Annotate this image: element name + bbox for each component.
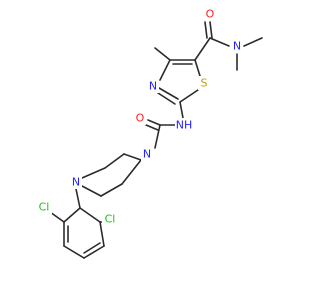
atom-s-thiazole-label: S	[201, 77, 208, 90]
atom-n-dimethyl-label: N	[233, 40, 241, 53]
bond-ar-5	[83, 245, 105, 259]
bond-ar-5b	[83, 242, 101, 254]
bond-c4-n3	[159, 59, 171, 81]
bond-s1-c2	[179, 89, 199, 103]
atom-n-thiazole-label: N	[149, 80, 157, 93]
molecule-diagram: O N S N NH O N	[36, 7, 263, 259]
bond-c-o-amide-a	[209, 21, 213, 39]
bond-c-n-dimethyl	[209, 37, 230, 47]
bond-pip-1	[123, 153, 142, 161]
bond-c5-s1	[194, 59, 201, 77]
bond-ar-6	[99, 221, 105, 247]
atom-cl-right: Cl	[102, 212, 118, 226]
atom-o-acetyl-label: O	[136, 112, 145, 125]
atom-o-amide-label: O	[206, 8, 215, 21]
atom-n-piperazine-bottom: N	[70, 175, 82, 189]
bond-amide-c5	[194, 37, 211, 61]
atom-s-thiazole: S	[198, 76, 210, 90]
atom-cl-left: Cl	[36, 200, 52, 214]
bond-ar-2	[79, 207, 101, 223]
bond-ar-4	[63, 245, 85, 259]
bond-c2-nh	[179, 101, 184, 119]
bond-carbonyl-o-b	[145, 124, 159, 131]
bond-n-ch2	[75, 188, 81, 209]
atom-cl-right-label: Cl	[105, 213, 116, 226]
bond-pip-6	[121, 159, 142, 185]
atom-n-piperazine-top: N	[141, 147, 153, 161]
structure-canvas: O N S N NH O N	[36, 7, 263, 259]
atom-nh-link: NH	[175, 118, 194, 132]
atom-label-layer: O N S N NH O N	[36, 7, 243, 226]
bond-carbonyl-o-a	[147, 119, 161, 126]
atom-n-piperazine-bottom-label: N	[72, 176, 80, 189]
atom-o-amide: O	[204, 7, 216, 21]
atom-o-acetyl: O	[134, 111, 146, 125]
bond-ar-1	[63, 207, 81, 223]
bond-layer	[49, 21, 263, 259]
atom-cl-left-label: Cl	[39, 201, 50, 214]
bond-n-methyl-upper	[243, 37, 263, 47]
atom-n-thiazole: N	[147, 79, 159, 93]
bond-pip-4	[81, 185, 102, 197]
bond-n3-c2-a	[157, 92, 176, 105]
bond-n3-c2-b	[158, 87, 179, 100]
bond-pip-5	[100, 183, 123, 197]
atom-n-dimethyl: N	[231, 39, 243, 53]
atom-nh-link-label: NH	[176, 119, 193, 132]
atom-n-piperazine-top-label: N	[143, 148, 151, 161]
bond-pip-3	[81, 167, 106, 179]
bond-carbonyl-ch2	[154, 124, 161, 149]
bond-cl-left	[49, 211, 65, 223]
bond-pip-2	[104, 153, 125, 169]
bond-c-o-amide-b	[204, 21, 208, 39]
bond-c4-methyl	[154, 47, 171, 61]
